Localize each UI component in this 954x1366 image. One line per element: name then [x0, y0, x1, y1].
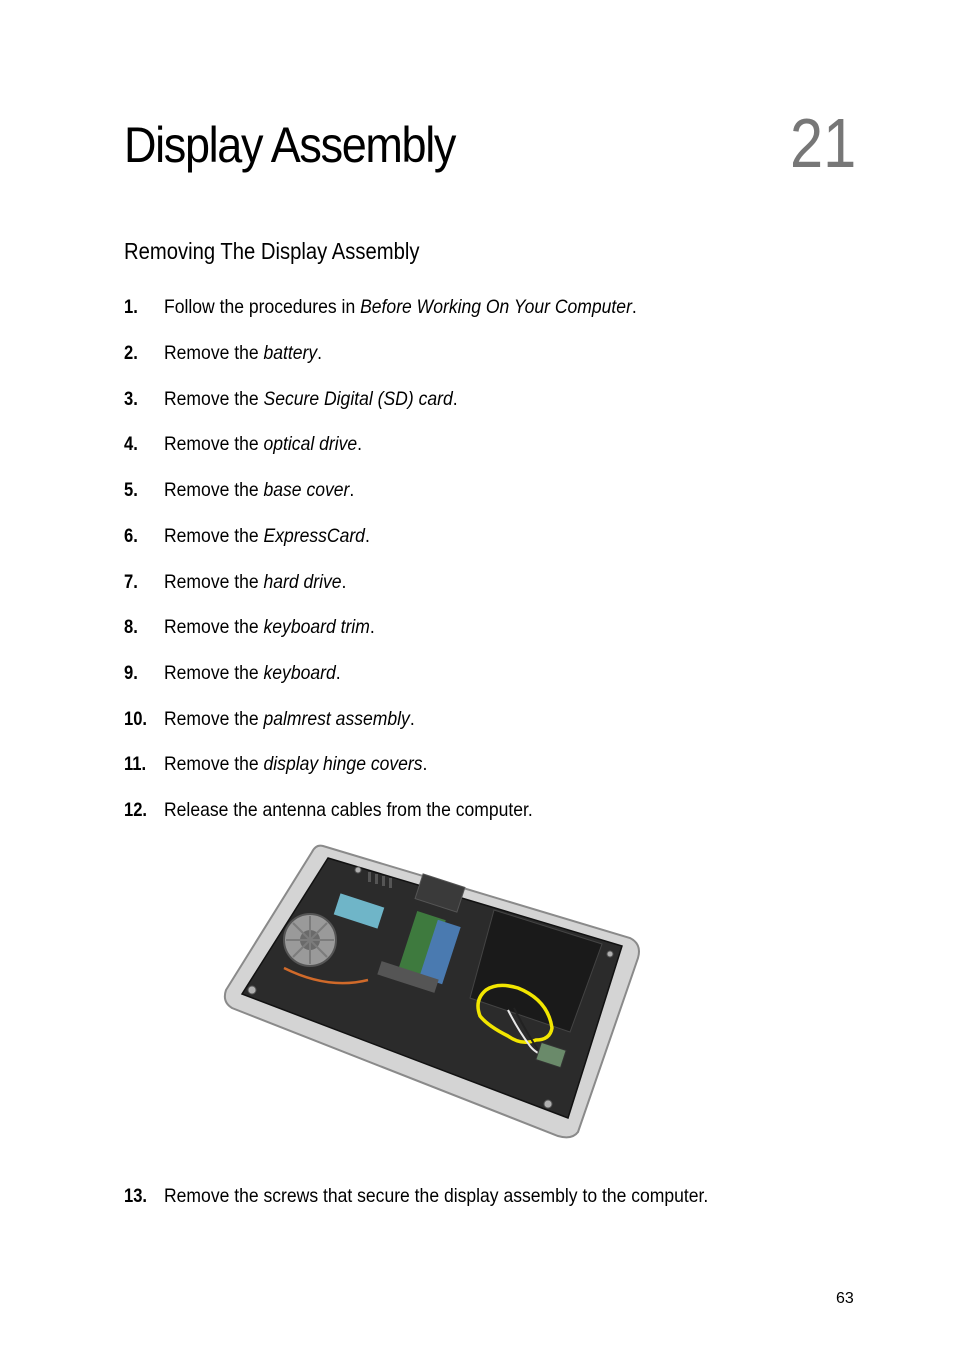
step-prefix: Remove the	[164, 571, 264, 593]
step-text: Remove the hard drive.	[164, 569, 346, 595]
step-item: 10. Remove the palmrest assembly.	[0, 706, 954, 732]
step-text: Remove the keyboard.	[164, 660, 341, 686]
step-number: 1.	[124, 296, 138, 318]
step-text: Remove the optical drive.	[164, 431, 362, 457]
step-suffix: .	[341, 571, 347, 593]
step-link[interactable]: display hinge covers	[263, 753, 423, 775]
step-suffix: .	[317, 342, 323, 364]
section-heading: Removing The Display Assembly	[124, 238, 420, 264]
step-text: Follow the procedures in Before Working …	[164, 294, 637, 320]
step-number: 12.	[124, 799, 148, 821]
step-prefix: Remove the	[164, 753, 264, 775]
step-prefix: Release the antenna cables from the comp…	[164, 799, 533, 821]
step-number: 11.	[124, 753, 147, 775]
page-number: 63	[836, 1290, 854, 1307]
step-suffix: .	[364, 525, 370, 547]
step-suffix: .	[357, 433, 363, 455]
step-prefix: Remove the	[164, 388, 264, 410]
step-link[interactable]: keyboard	[263, 662, 336, 684]
chapter-title: Display Assembly	[124, 117, 456, 173]
step-item: 5. Remove the base cover.	[0, 477, 954, 503]
step-link[interactable]: ExpressCard	[263, 525, 365, 547]
step-item: 8. Remove the keyboard trim.	[0, 614, 954, 640]
step-prefix: Remove the	[164, 662, 264, 684]
step-text: Remove the battery.	[164, 340, 322, 366]
step-prefix: Remove the	[164, 479, 264, 501]
step-number: 8.	[124, 616, 138, 638]
step-link[interactable]: palmrest assembly	[263, 708, 410, 730]
step-number: 5.	[124, 479, 138, 501]
step-item: 1. Follow the procedures in Before Worki…	[0, 294, 954, 320]
step-suffix: .	[452, 388, 458, 410]
step-link[interactable]: keyboard trim	[263, 616, 370, 638]
step-item: 2. Remove the battery.	[0, 340, 954, 366]
step-prefix: Remove the	[164, 433, 264, 455]
step-prefix: Remove the	[164, 708, 264, 730]
step-text: Remove the keyboard trim.	[164, 614, 375, 640]
step-link[interactable]: hard drive	[263, 571, 342, 593]
step-number: 13.	[124, 1185, 148, 1207]
step-prefix: Remove the	[164, 525, 264, 547]
step-text: Remove the ExpressCard.	[164, 523, 370, 549]
step-suffix: .	[422, 753, 428, 775]
step-link[interactable]: base cover	[263, 479, 350, 501]
step-number: 7.	[124, 571, 138, 593]
step-text: Remove the palmrest assembly.	[164, 706, 415, 732]
step-text: Remove the screws that secure the displa…	[164, 1183, 708, 1209]
step-suffix: .	[335, 662, 341, 684]
step-number: 9.	[124, 662, 138, 684]
step-link[interactable]: Before Working On Your Computer	[360, 296, 632, 318]
step-item: 4. Remove the optical drive.	[0, 431, 954, 457]
step-suffix: .	[409, 708, 415, 730]
step-prefix: Remove the	[164, 342, 264, 364]
step-link[interactable]: battery	[263, 342, 318, 364]
step-text: Remove the display hinge covers.	[164, 751, 427, 777]
step-suffix: .	[631, 296, 637, 318]
chapter-number: 21	[790, 104, 857, 182]
step-item: 9. Remove the keyboard.	[0, 660, 954, 686]
step-item: 6. Remove the ExpressCard.	[0, 523, 954, 549]
step-suffix: .	[349, 479, 355, 501]
step-number: 4.	[124, 433, 138, 455]
step-number: 6.	[124, 525, 138, 547]
step-suffix: .	[369, 616, 375, 638]
step-item: 11. Remove the display hinge covers.	[0, 751, 954, 777]
step-link[interactable]: Secure Digital (SD) card	[263, 388, 453, 410]
step-number: 10.	[124, 708, 148, 730]
step-prefix: Remove the	[164, 616, 264, 638]
step-link[interactable]: optical drive	[263, 433, 358, 455]
step-prefix: Follow the procedures in	[164, 296, 361, 318]
step-item: 12. Release the antenna cables from the …	[0, 797, 954, 823]
laptop-chassis-figure	[223, 844, 640, 1139]
step-item: 3. Remove the Secure Digital (SD) card.	[0, 386, 954, 412]
step-prefix: Remove the screws that secure the displa…	[164, 1185, 709, 1207]
step-text: Release the antenna cables from the comp…	[164, 797, 533, 823]
step-number: 2.	[124, 342, 138, 364]
step-number: 3.	[124, 388, 138, 410]
step-item: 13. Remove the screws that secure the di…	[0, 1183, 954, 1209]
step-item: 7. Remove the hard drive.	[0, 569, 954, 595]
step-text: Remove the base cover.	[164, 477, 354, 503]
step-text: Remove the Secure Digital (SD) card.	[164, 386, 458, 412]
